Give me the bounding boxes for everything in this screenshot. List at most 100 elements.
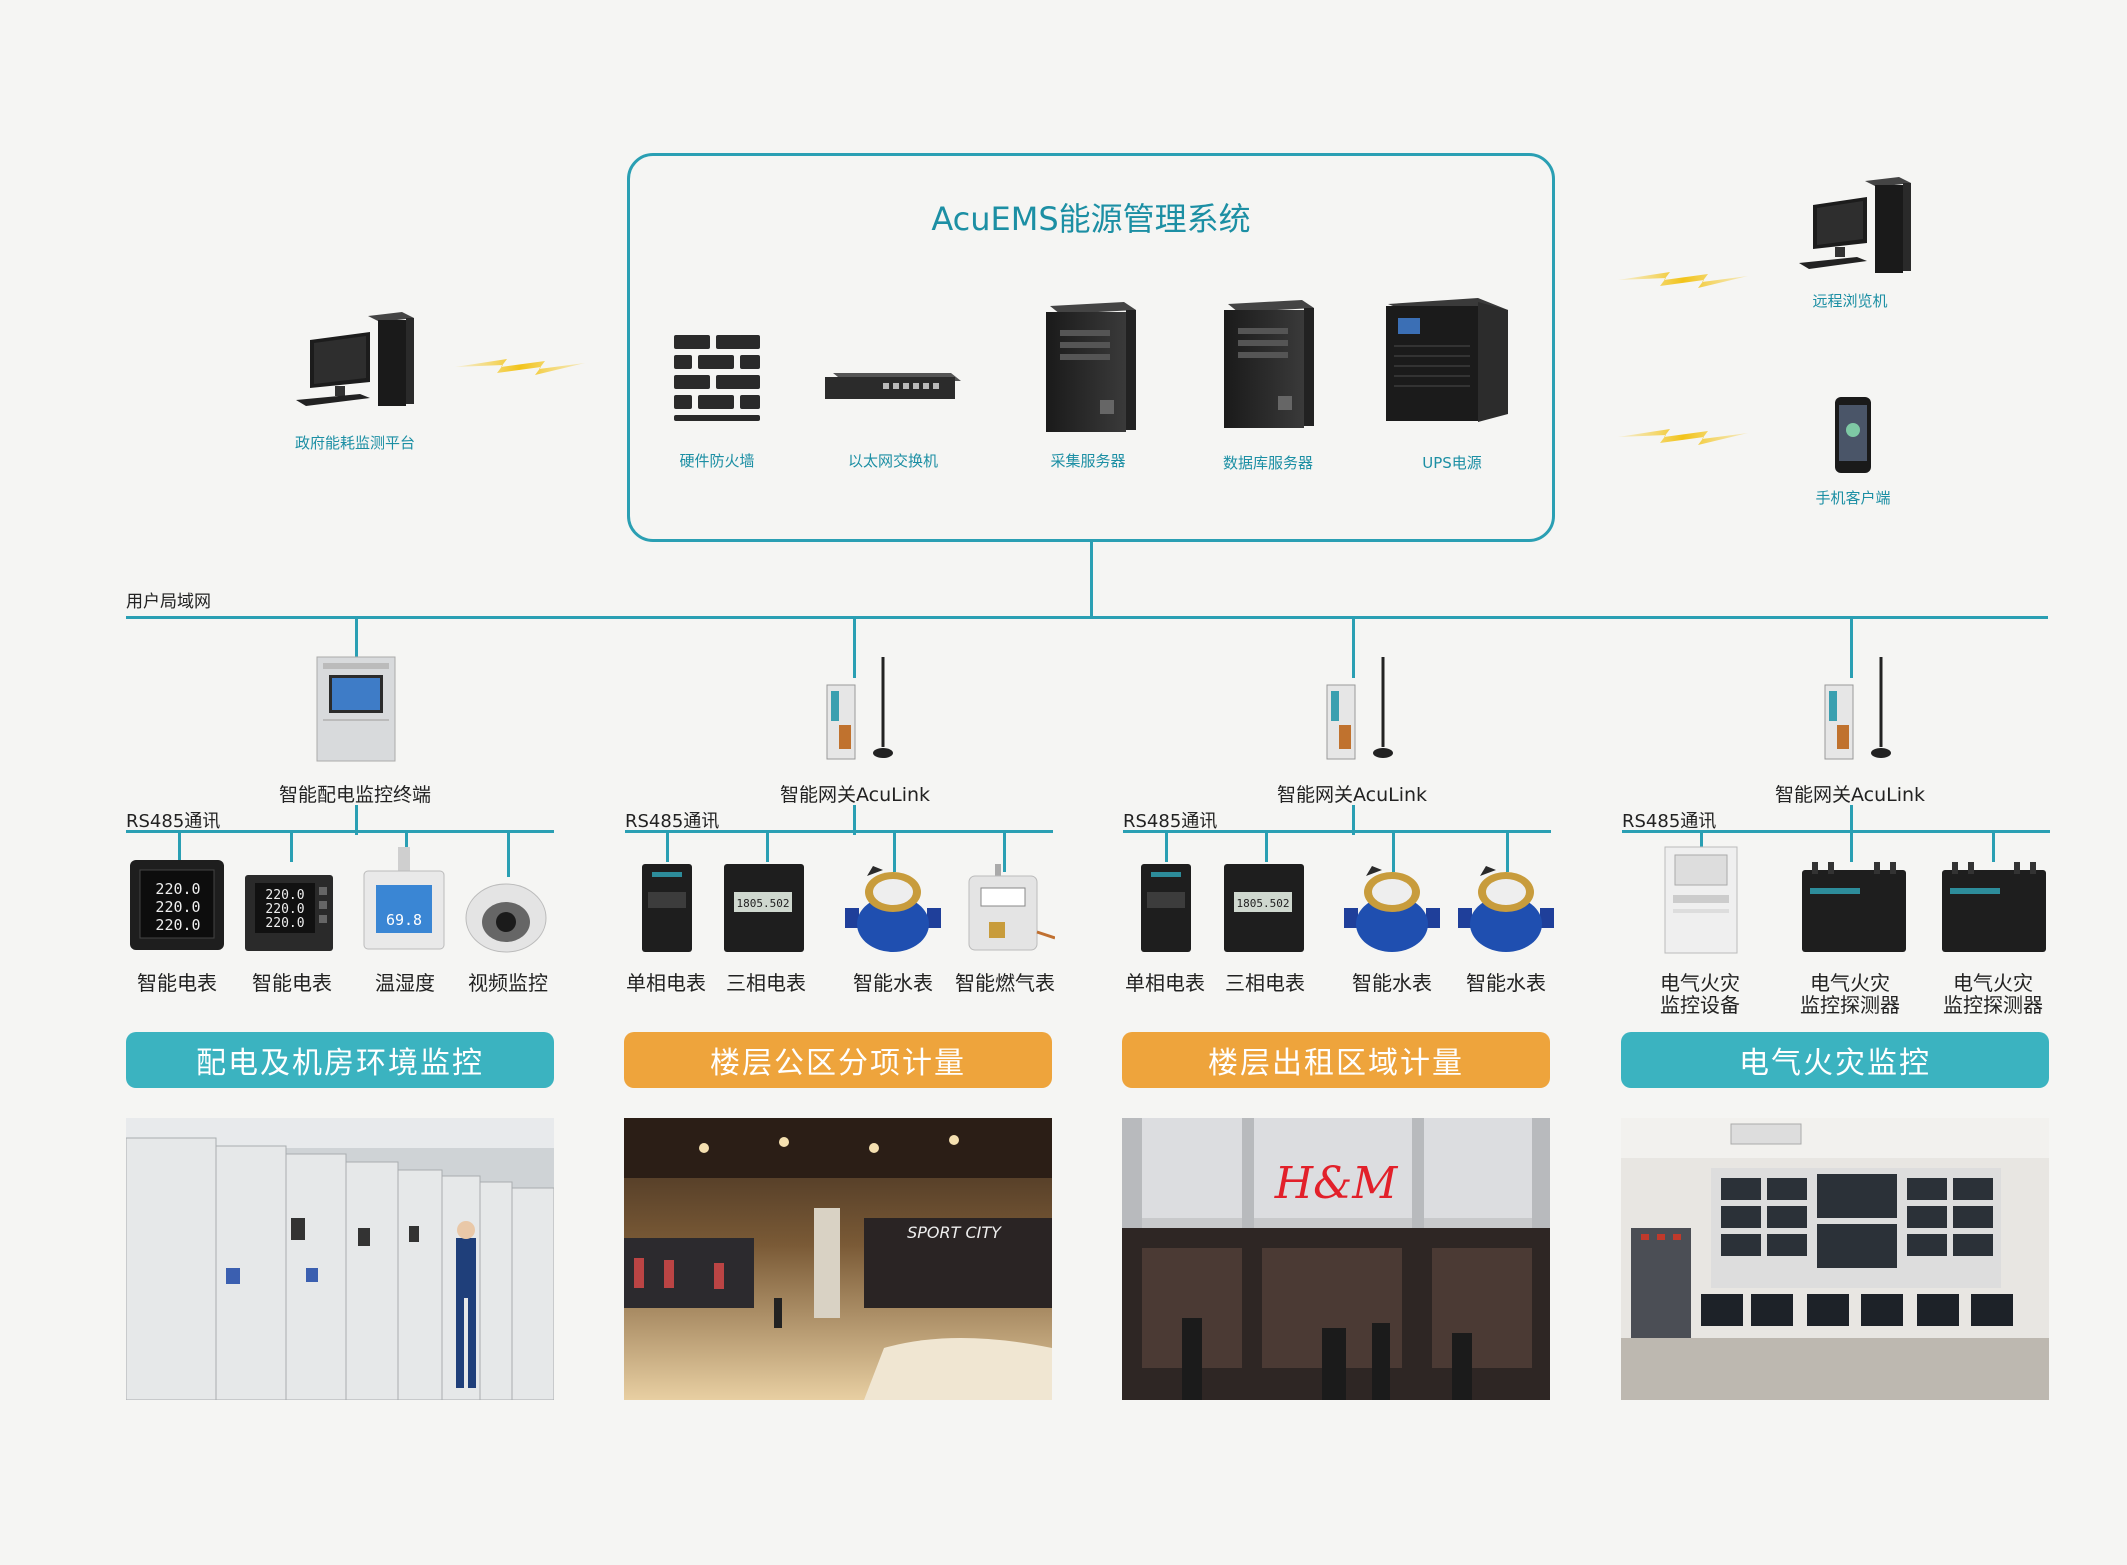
wireless-link-icon bbox=[1618, 272, 1748, 288]
device-label: 电气火灾 监控设备 bbox=[1660, 971, 1740, 1017]
category-banner: 配电及机房环境监控 bbox=[126, 1032, 554, 1088]
device-label: 单相电表 bbox=[626, 971, 706, 995]
rs485-label: RS485通讯 bbox=[1123, 811, 1218, 832]
video-camera-icon bbox=[465, 883, 547, 953]
device-drop-line bbox=[893, 832, 896, 872]
device-label: 智能水表 bbox=[1466, 971, 1546, 995]
device-label: 温湿度 bbox=[375, 971, 435, 995]
terminal-label: 智能配电监控终端 bbox=[278, 784, 432, 806]
lan-drop-line bbox=[853, 618, 856, 678]
three-phase-meter-icon: 1805.502 bbox=[1224, 864, 1304, 952]
terminal-to-bus-line bbox=[355, 805, 358, 835]
rs485-bus-line bbox=[126, 830, 554, 833]
device-drop-line bbox=[1700, 832, 1703, 852]
store-front-photo: H&M bbox=[1122, 1118, 1550, 1400]
temperature-humidity-sensor-icon: 69.8 bbox=[363, 847, 445, 950]
meter-reading-2: 220.0 bbox=[265, 902, 304, 917]
store-sign: H&M bbox=[1274, 1158, 1399, 1209]
terminal-to-bus-line bbox=[1352, 805, 1355, 835]
lan-label: 用户局域网 bbox=[126, 592, 211, 612]
device-drop-line bbox=[1850, 832, 1853, 862]
device-label: 智能燃气表 bbox=[955, 971, 1055, 995]
rs485-label: RS485通讯 bbox=[126, 811, 221, 832]
device-label: 三相电表 bbox=[726, 971, 806, 995]
gateway-aculink-icon bbox=[1326, 657, 1393, 760]
gov-platform-computer-icon bbox=[296, 312, 414, 406]
device-drop-line bbox=[1392, 832, 1395, 872]
device-drop-line bbox=[1992, 832, 1995, 862]
mobile-client-label: 手机客户端 bbox=[1815, 489, 1891, 507]
remote-browser-computer-icon bbox=[1799, 177, 1911, 273]
gateway-label: 智能网关AcuLink bbox=[1276, 784, 1428, 806]
wireless-link-icon bbox=[1618, 429, 1748, 445]
meter-reading-1: 220.0 bbox=[155, 880, 200, 898]
lan-bus-line bbox=[126, 616, 2048, 619]
terminal-to-bus-line bbox=[1850, 805, 1853, 835]
device-label: 电气火灾 监控探测器 bbox=[1943, 971, 2043, 1017]
water-meter-icon bbox=[1458, 866, 1554, 952]
single-phase-meter-icon bbox=[642, 864, 692, 952]
ems-title: AcuEMS能源管理系统 bbox=[931, 200, 1251, 238]
water-meter-icon bbox=[845, 866, 941, 952]
power-monitoring-terminal-icon bbox=[316, 656, 396, 762]
database-server-label: 数据库服务器 bbox=[1222, 454, 1314, 472]
rs485-label: RS485通讯 bbox=[1622, 811, 1717, 832]
device-label: 三相电表 bbox=[1225, 971, 1305, 995]
rs485-bus-line bbox=[625, 830, 1053, 833]
smart-meter-icon: 220.0 220.0 220.0 bbox=[130, 860, 224, 950]
gov-platform-label: 政府能耗监测平台 bbox=[294, 434, 416, 452]
ems-system-box: AcuEMS能源管理系统 bbox=[627, 153, 1555, 542]
device-label: 电气火灾 监控探测器 bbox=[1800, 971, 1900, 1017]
thermo-reading: 69.8 bbox=[386, 911, 422, 929]
device-drop-line bbox=[766, 832, 769, 862]
device-drop-line bbox=[1265, 832, 1268, 862]
device-label: 视频监控 bbox=[468, 971, 548, 995]
lan-drop-line bbox=[355, 618, 358, 658]
collection-server-label: 采集服务器 bbox=[1050, 452, 1126, 470]
device-drop-line bbox=[507, 832, 510, 877]
mobile-phone-icon bbox=[1835, 397, 1871, 473]
firewall-icon bbox=[674, 335, 760, 421]
switchgear-room-photo bbox=[126, 1118, 554, 1400]
gateway-aculink-icon bbox=[1824, 657, 1891, 760]
meter-reading-3: 220.0 bbox=[265, 916, 304, 931]
firewall-label: 硬件防火墙 bbox=[679, 452, 755, 470]
fire-monitoring-device-icon bbox=[1664, 846, 1738, 954]
meter-reading-2: 220.0 bbox=[155, 898, 200, 916]
smart-meter-icon: 220.0 220.0 220.0 bbox=[245, 875, 333, 951]
device-drop-line bbox=[666, 832, 669, 862]
collection-server-icon bbox=[1046, 302, 1136, 432]
mall-sign: SPORT CITY bbox=[907, 1223, 1002, 1242]
lan-drop-line bbox=[1850, 618, 1853, 678]
device-drop-line bbox=[1003, 832, 1006, 872]
meter-reading-1: 220.0 bbox=[265, 888, 304, 903]
ems-uplink-line bbox=[1090, 542, 1093, 619]
remote-browser-label: 远程浏览机 bbox=[1812, 292, 1888, 310]
terminal-to-bus-line bbox=[853, 805, 856, 835]
gateway-label: 智能网关AcuLink bbox=[779, 784, 931, 806]
single-phase-meter-icon bbox=[1141, 864, 1191, 952]
device-drop-line bbox=[178, 832, 181, 862]
category-banner: 电气火灾监控 bbox=[1621, 1032, 2049, 1088]
rs485-label: RS485通讯 bbox=[625, 811, 720, 832]
water-meter-icon bbox=[1344, 866, 1440, 952]
gateway-label: 智能网关AcuLink bbox=[1774, 784, 1926, 806]
device-label: 智能电表 bbox=[252, 971, 332, 995]
category-banner: 楼层公区分项计量 bbox=[624, 1032, 1052, 1088]
rs485-bus-line bbox=[1622, 830, 2050, 833]
database-server-icon bbox=[1224, 300, 1314, 428]
device-label: 智能水表 bbox=[853, 971, 933, 995]
three-phase-meter-icon: 1805.502 bbox=[724, 864, 804, 952]
gas-meter-icon bbox=[968, 864, 1055, 951]
device-drop-line bbox=[1506, 832, 1509, 872]
three-phase-reading: 1805.502 bbox=[1237, 897, 1290, 910]
device-label: 智能电表 bbox=[137, 971, 217, 995]
ups-icon bbox=[1386, 298, 1508, 422]
lan-drop-line bbox=[1352, 618, 1355, 678]
rs485-bus-line bbox=[1123, 830, 1551, 833]
control-room-photo bbox=[1621, 1118, 2049, 1400]
switch-icon bbox=[825, 373, 961, 399]
switch-label: 以太网交换机 bbox=[847, 452, 939, 470]
ups-label: UPS电源 bbox=[1422, 454, 1482, 472]
gateway-aculink-icon bbox=[826, 657, 893, 760]
